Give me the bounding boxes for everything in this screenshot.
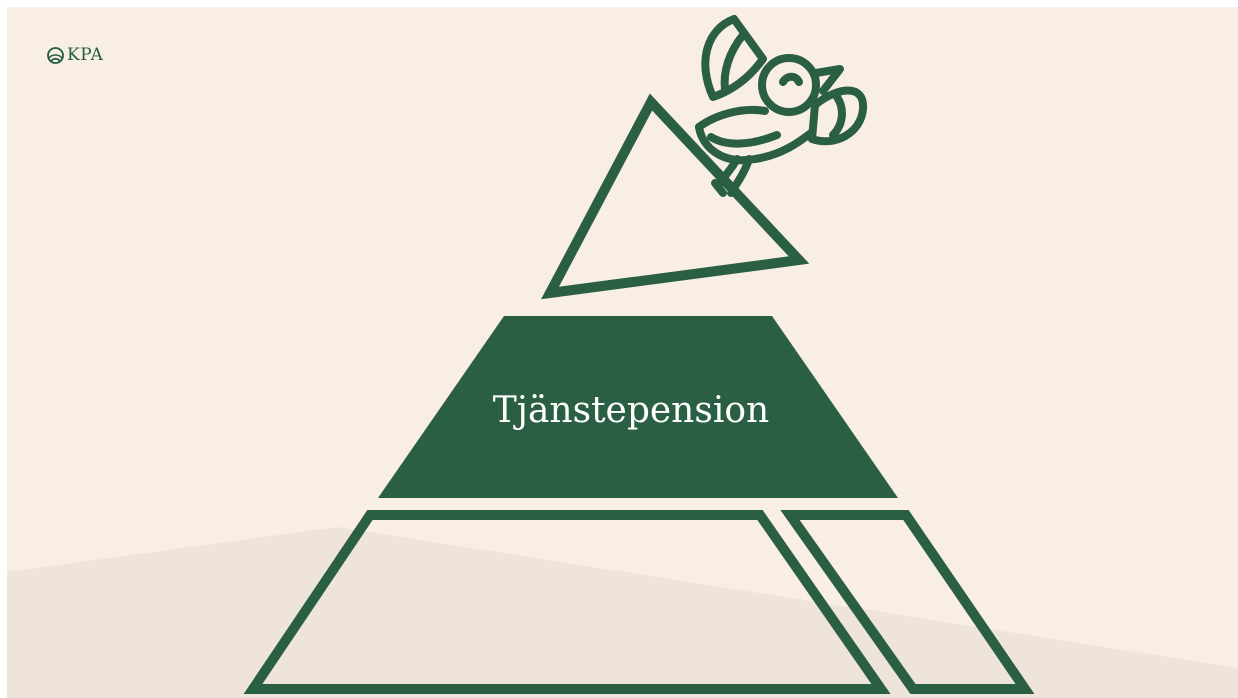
slide: Tjänstepension: [7, 7, 1238, 698]
ground-hill: [7, 527, 1238, 698]
pyramid-top-triangle: [550, 102, 799, 293]
logo-text: KPA: [67, 45, 103, 65]
pyramid-middle-tier: Tjänstepension: [378, 316, 898, 498]
bird-illustration: [699, 19, 863, 193]
kpa-sun-icon: [46, 46, 65, 65]
tier-label-tjanstepension: Tjänstepension: [493, 390, 769, 431]
pyramid-scene: Tjänstepension: [7, 7, 1238, 698]
kpa-logo: KPA: [46, 45, 103, 65]
